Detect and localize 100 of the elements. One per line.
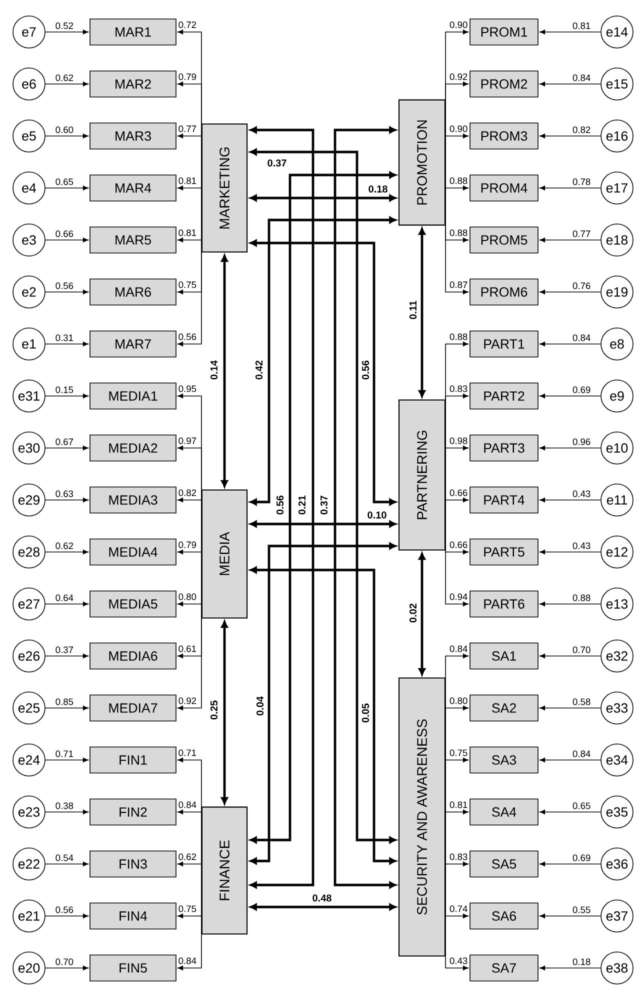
indicator-box: PART1 <box>470 330 538 358</box>
indicator-box: SA7 <box>470 954 538 982</box>
edge-label: 0.18 <box>368 185 388 193</box>
edge-label: 0.75 <box>178 281 196 288</box>
arrow <box>178 870 202 970</box>
edge-label: 0.42 <box>255 360 263 380</box>
indicator-box: MEDIA5 <box>90 590 176 618</box>
indicator-box: PROM4 <box>470 174 538 202</box>
edge-label: 0.25 <box>210 700 218 720</box>
indicator-box: MEDIA7 <box>90 694 176 722</box>
arrow <box>45 810 88 814</box>
arrow <box>540 602 601 606</box>
edge-label: 0.65 <box>572 802 590 810</box>
edge-label: 0.88 <box>572 594 590 602</box>
indicator-box: FIN3 <box>90 850 176 878</box>
edge-label: 0.87 <box>450 281 468 288</box>
factor-box: MARKETING <box>201 123 248 253</box>
indicator-box: SA6 <box>470 902 538 930</box>
arrow <box>45 238 88 242</box>
edge-label: 0.02 <box>409 604 417 622</box>
arrow <box>250 126 314 888</box>
edge-label: 0.92 <box>178 697 196 704</box>
edge-label: 0.75 <box>450 749 468 756</box>
arrow <box>178 862 202 871</box>
arrow <box>45 446 88 450</box>
edge-label: 0.70 <box>572 646 590 654</box>
edge-label: 0.48 <box>312 894 332 902</box>
arrow <box>45 758 88 762</box>
edge-label: 0.82 <box>178 489 196 496</box>
edge-label: 0.84 <box>572 334 590 342</box>
arrow <box>45 654 88 658</box>
edge-label: 0.83 <box>450 853 468 860</box>
arrow <box>250 194 396 202</box>
edge-label: 0.14 <box>210 360 218 380</box>
edge-label: 0.37 <box>56 646 74 654</box>
edge-label: 0.74 <box>450 905 468 912</box>
edge-label: 0.84 <box>572 74 590 82</box>
edge-label: 0.83 <box>450 385 468 392</box>
arrow <box>540 290 601 294</box>
indicator-box: SA2 <box>470 694 538 722</box>
edge-label: 0.77 <box>178 125 196 132</box>
indicator-box: PROM3 <box>470 122 538 150</box>
edge-label: 0.43 <box>572 490 590 498</box>
indicator-box: FIN4 <box>90 902 176 930</box>
edge-label: 0.85 <box>56 698 74 706</box>
factor-box: FINANCE <box>201 806 248 934</box>
indicator-box: FIN1 <box>90 746 176 774</box>
arrow <box>445 134 468 163</box>
edge-label: 0.88 <box>450 177 468 184</box>
edge-label: 0.43 <box>450 957 468 964</box>
arrow <box>45 82 88 86</box>
arrow <box>540 30 601 34</box>
edge-label: 0.62 <box>56 74 74 82</box>
edge-label: 0.71 <box>178 749 196 756</box>
edge-label: 0.82 <box>572 126 590 134</box>
arrow <box>445 446 468 476</box>
edge-label: 0.78 <box>572 178 590 186</box>
edge-label: 0.67 <box>56 438 74 446</box>
edge-label: 0.21 <box>298 496 306 514</box>
edge-label: 0.37 <box>320 496 328 514</box>
indicator-box: MAR7 <box>90 330 176 358</box>
arrow <box>45 498 88 502</box>
edge-label: 0.80 <box>450 697 468 704</box>
arrow <box>540 654 601 658</box>
edge-label: 0.69 <box>572 386 590 394</box>
arrow <box>178 550 202 554</box>
indicator-box: MEDIA1 <box>90 382 176 410</box>
edge-label: 0.56 <box>362 360 370 380</box>
edge-label: 0.88 <box>450 229 468 236</box>
indicator-box: SA3 <box>470 746 538 774</box>
indicator-box: PART4 <box>470 486 538 514</box>
edge-label: 0.95 <box>178 385 196 392</box>
edge-label: 0.60 <box>56 126 74 134</box>
arrow <box>221 254 228 488</box>
edge-label: 0.54 <box>56 854 74 862</box>
edge-label: 0.65 <box>56 178 74 186</box>
arrow <box>540 238 601 242</box>
arrow <box>540 446 601 450</box>
arrow <box>178 554 202 710</box>
arrow <box>178 134 202 188</box>
edge-label: 0.76 <box>572 282 590 290</box>
arrow <box>540 394 601 398</box>
indicator-box: MAR2 <box>90 70 176 98</box>
edge-label: 0.71 <box>56 750 74 758</box>
edge-label: 0.77 <box>572 230 590 238</box>
arrow <box>45 914 88 918</box>
indicator-box: MEDIA2 <box>90 434 176 462</box>
arrow <box>250 520 396 528</box>
indicator-box: MAR4 <box>90 174 176 202</box>
arrow <box>418 228 426 398</box>
indicator-box: PROM6 <box>470 278 538 306</box>
edge-label: 0.55 <box>572 906 590 914</box>
edge-label: 0.62 <box>56 542 74 550</box>
edge-label: 0.64 <box>56 594 74 602</box>
edge-label: 0.84 <box>572 750 590 758</box>
arrow <box>445 162 468 294</box>
edge-label: 0.52 <box>56 22 74 30</box>
indicator-box: PART2 <box>470 382 538 410</box>
arrow <box>540 342 601 346</box>
arrow <box>540 186 601 190</box>
